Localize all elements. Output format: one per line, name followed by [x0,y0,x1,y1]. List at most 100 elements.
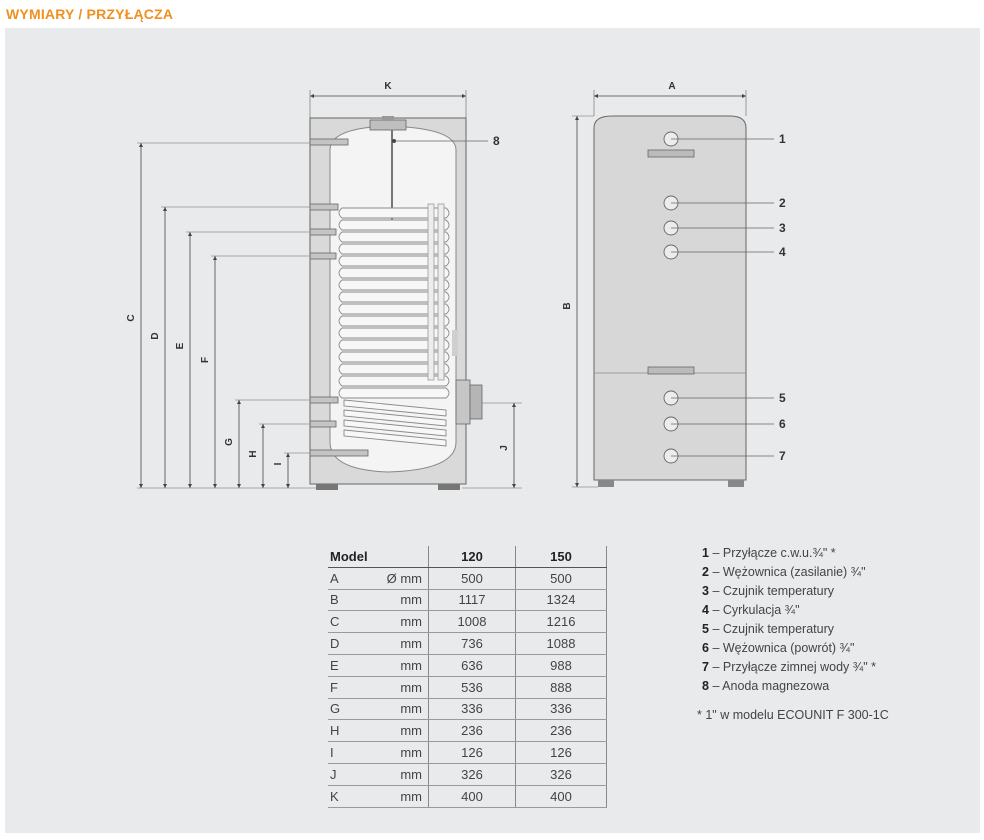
side-top-cap [382,116,394,121]
cell-key: I [328,741,374,764]
legend-text: – Przyłącze zimnej wody ¾" * [712,660,876,674]
front-foot-left [598,480,614,487]
side-foot-left [316,484,338,490]
label-c: C [126,314,137,321]
inspection-cover [469,384,483,420]
sensor-sleeve [452,330,458,356]
cell-key: E [328,654,374,677]
coil-loop [338,387,450,399]
legend-number: 8 [702,679,709,693]
legend-item: 4 – Cyrkulacja ¾" [702,601,876,620]
legend-number: 3 [702,584,709,598]
front-coil-fitting-bottom [647,366,695,375]
front-casing [593,115,747,481]
cell-value-120: 1117 [428,589,516,612]
inspection-flange [455,379,471,425]
legend-text: – Czujnik temperatury [712,622,835,636]
header-120: 120 [428,546,516,568]
cell-unit: mm [374,763,429,786]
cell-value-150: 1216 [515,610,607,634]
cell-value-150: 236 [515,719,607,743]
coil-loop [338,207,450,219]
coil-loop-slanted [343,399,447,417]
cell-key: J [328,763,374,786]
legend-item: 6 – Wężownica (powrót) ¾" [702,639,876,658]
cell-unit: mm [374,785,429,808]
left-dimension-lines [139,143,290,488]
label-i: I [273,462,284,465]
label-j: J [499,445,510,451]
label-a: A [668,81,675,92]
cell-unit: mm [374,589,429,612]
legend-number: 7 [702,660,709,674]
front-callout-lines [671,138,774,457]
cell-unit: mm [374,719,429,743]
side-foot-right [438,484,460,490]
legend-text: – Czujnik temperatury [712,584,835,598]
label-d: D [150,332,161,339]
legend-number: 6 [702,641,709,655]
callout-8: 8 [493,134,500,148]
coil-loop-slanted [343,429,447,447]
cell-key: D [328,632,374,655]
legend-text: – Wężownica (powrót) ¾" [712,641,855,655]
coil-riser-right [437,203,445,381]
cell-key: B [328,589,374,612]
cell-value-150: 988 [515,654,607,677]
legend-text: – Wężownica (zasilanie) ¾" [712,565,866,579]
cell-value-150: 326 [515,763,607,786]
header-model: Model [328,546,429,568]
cell-value-150: 336 [515,698,607,721]
side-top-fitting [369,119,407,131]
callout-2: 2 [779,196,786,210]
cell-value-150: 1324 [515,589,607,612]
cell-key: G [328,698,374,721]
table-header-row: Model 120 150 [328,546,607,568]
coil-loop-slanted [343,409,447,427]
coil-loop [338,255,450,267]
legend-item: 5 – Czujnik temperatury [702,620,876,639]
coil-loop [338,291,450,303]
cell-unit: Ø mm [374,567,429,590]
cell-value-150: 500 [515,567,607,590]
label-f: F [200,357,211,363]
coil-loop [338,303,450,315]
cell-value-120: 326 [428,763,516,786]
coil-loop [338,267,450,279]
coil-loop [338,279,450,291]
callout-4: 4 [779,245,786,259]
cell-unit: mm [374,741,429,764]
cell-value-120: 536 [428,676,516,699]
cell-value-150: 1088 [515,632,607,655]
left-extension-lines [137,142,316,489]
callout-7: 7 [779,449,786,463]
cell-value-120: 1008 [428,610,516,634]
coil-loop [338,315,450,327]
callout-6: 6 [779,417,786,431]
legend-number: 5 [702,622,709,636]
legend-number: 4 [702,603,709,617]
coil-loop [338,363,450,375]
cell-unit: mm [374,654,429,677]
coil-loop [338,231,450,243]
legend-item: 2 – Wężownica (zasilanie) ¾" [702,563,876,582]
legend-text: – Cyrkulacja ¾" [712,603,800,617]
callout-3: 3 [779,221,786,235]
page-title: WYMIARY / PRZYŁĄCZA [6,6,174,22]
cell-unit: mm [374,698,429,721]
footnote: * 1" w modelu ECOUNIT F 300-1C [697,708,889,722]
legend-number: 1 [702,546,709,560]
legend-item: 3 – Czujnik temperatury [702,582,876,601]
side-view: K 8 C D E F G H I [126,81,522,490]
cell-value-120: 636 [428,654,516,677]
cell-value-150: 400 [515,785,607,808]
